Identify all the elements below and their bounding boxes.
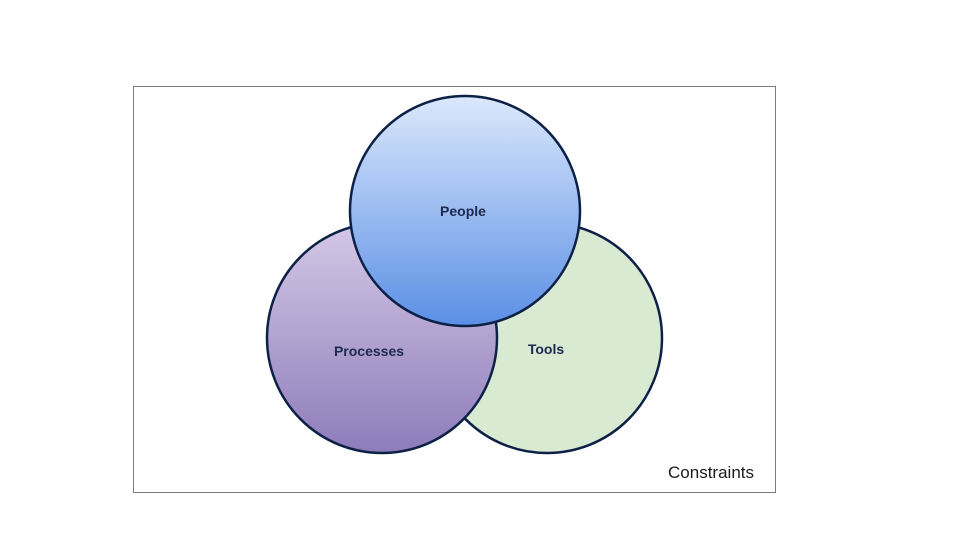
processes-label: Processes	[334, 343, 404, 359]
people-circle	[348, 94, 582, 328]
people-label: People	[440, 203, 486, 219]
constraints-label: Constraints	[668, 463, 754, 482]
tools-label: Tools	[528, 341, 565, 357]
